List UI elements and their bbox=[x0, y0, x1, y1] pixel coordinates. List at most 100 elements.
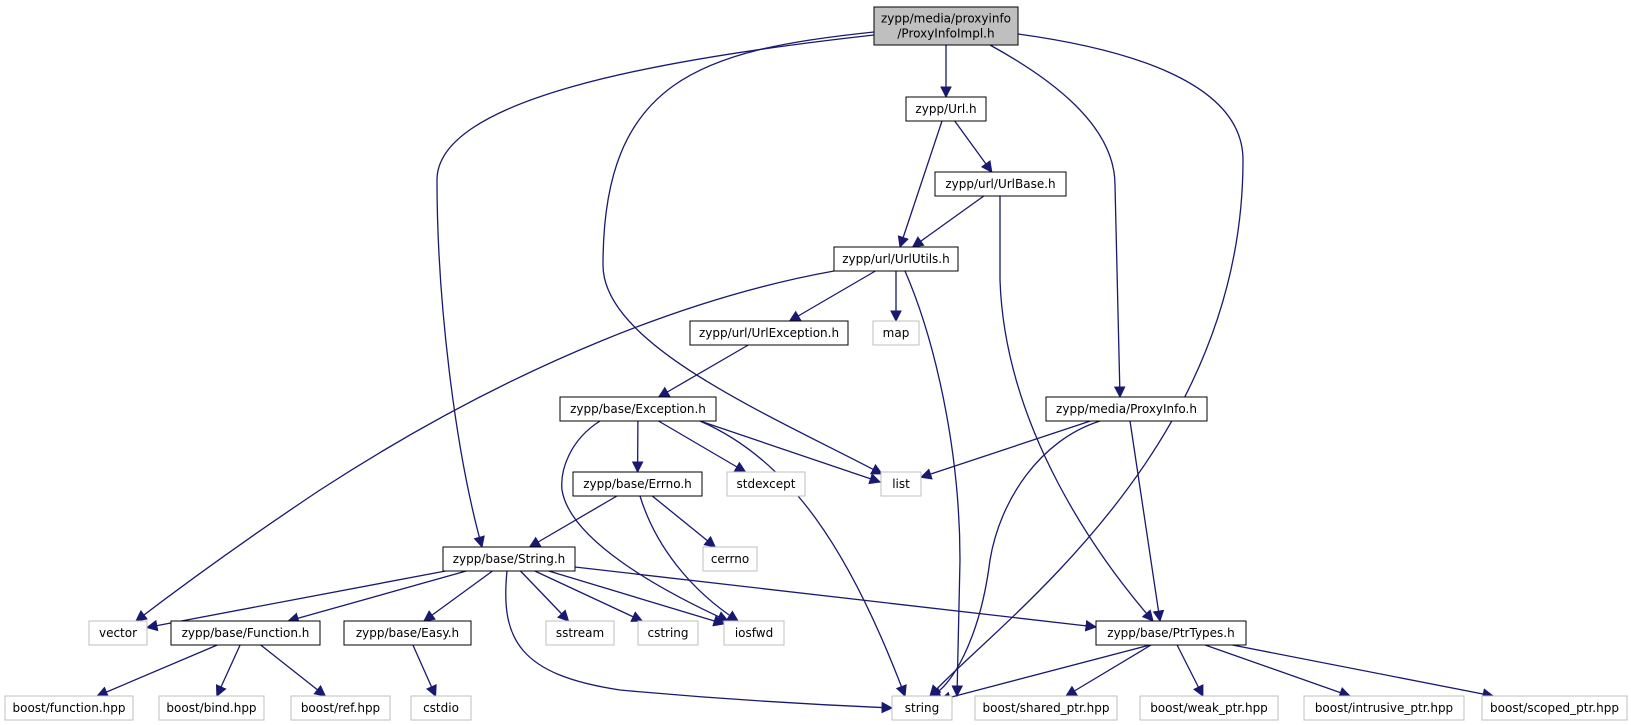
edge-exception-to-string bbox=[699, 420, 907, 698]
node-label: boost/intrusive_ptr.hpp bbox=[1315, 701, 1453, 715]
edge-exception-to-iosfwd bbox=[561, 420, 730, 622]
node-label: boost/scoped_ptr.hpp bbox=[1490, 701, 1619, 715]
node-string: string bbox=[891, 695, 953, 721]
edge-layer bbox=[96, 31, 1495, 714]
node-box bbox=[880, 471, 922, 497]
node-boost_shared: boost/shared_ptr.hpp bbox=[974, 695, 1118, 721]
node-label: zypp/base/Exception.h bbox=[570, 402, 706, 416]
edge-root-to-proxyinfo bbox=[989, 44, 1126, 399]
node-urlexception[interactable]: zypp/url/UrlException.h bbox=[689, 320, 849, 346]
node-label: zypp/media/proxyinfo bbox=[881, 12, 1011, 26]
node-proxyinfo[interactable]: zypp/media/ProxyInfo.h bbox=[1045, 396, 1208, 422]
edge-string_h-to-easy bbox=[423, 570, 493, 622]
node-label: list bbox=[892, 477, 910, 491]
node-label: boost/shared_ptr.hpp bbox=[983, 701, 1110, 715]
edge-errno-to-string_h bbox=[528, 495, 618, 548]
node-label: boost/bind.hpp bbox=[166, 701, 256, 715]
edge-string_h-to-vector bbox=[145, 570, 446, 632]
edge-errno-to-cerrno bbox=[651, 495, 717, 548]
edge-string_h-to-iosfwd bbox=[548, 570, 726, 627]
node-box bbox=[974, 695, 1118, 721]
node-root[interactable]: zypp/media/proxyinfo/ProxyInfoImpl.h bbox=[873, 6, 1019, 46]
node-label: cerrno bbox=[711, 552, 749, 566]
node-box bbox=[88, 620, 148, 646]
edge-string_h-to-ptrtypes bbox=[574, 566, 1098, 632]
node-iosfwd: iosfwd bbox=[723, 620, 785, 646]
node-label: zypp/Url.h bbox=[915, 102, 976, 116]
node-label: zypp/base/String.h bbox=[453, 552, 566, 566]
node-box bbox=[637, 620, 699, 646]
node-box bbox=[545, 620, 615, 646]
edge-ptrtypes-to-boost_scoped bbox=[1232, 644, 1495, 700]
node-url[interactable]: zypp/Url.h bbox=[905, 96, 987, 122]
node-box bbox=[158, 695, 265, 721]
node-label: cstdio bbox=[423, 701, 459, 715]
node-boost_intrusive: boost/intrusive_ptr.hpp bbox=[1303, 695, 1465, 721]
node-stdexcept: stdexcept bbox=[726, 471, 806, 497]
edge-proxyinfo-to-list bbox=[919, 420, 1091, 480]
node-label: iosfwd bbox=[735, 626, 773, 640]
edge-proxyinfo-to-ptrtypes bbox=[1129, 420, 1165, 623]
node-box bbox=[410, 695, 472, 721]
edge-function_h-to-boost_function bbox=[96, 644, 218, 698]
node-box bbox=[1303, 695, 1465, 721]
edge-function_h-to-boost_bind bbox=[215, 644, 241, 698]
edge-ptrtypes-to-boost_shared bbox=[1064, 644, 1152, 697]
node-box bbox=[702, 546, 758, 572]
edge-exception-to-stdexcept bbox=[658, 420, 747, 473]
node-label: stdexcept bbox=[737, 477, 796, 491]
node-label: zypp/media/ProxyInfo.h bbox=[1056, 402, 1197, 416]
node-label: zypp/url/UrlException.h bbox=[699, 326, 839, 340]
node-box bbox=[873, 6, 1019, 46]
node-exception[interactable]: zypp/base/Exception.h bbox=[559, 396, 717, 422]
edge-root-to-list bbox=[602, 31, 884, 475]
edge-urlutils-to-string bbox=[904, 270, 964, 698]
node-urlutils[interactable]: zypp/url/UrlUtils.h bbox=[833, 246, 959, 272]
edge-url-to-urlbase bbox=[954, 120, 993, 173]
node-box bbox=[4, 695, 134, 721]
edge-string_h-to-cstring bbox=[534, 570, 644, 622]
edge-urlbase-to-urlutils bbox=[911, 195, 985, 248]
node-box bbox=[934, 171, 1067, 197]
node-label: zypp/url/UrlUtils.h bbox=[842, 252, 949, 266]
edge-function_h-to-boost_ref bbox=[260, 644, 327, 697]
edge-string_h-to-string bbox=[505, 570, 894, 714]
node-boost_ref: boost/ref.hpp bbox=[290, 695, 391, 721]
edge-ptrtypes-to-string bbox=[938, 644, 1151, 703]
node-list: list bbox=[880, 471, 922, 497]
node-label: zypp/base/Errno.h bbox=[583, 477, 692, 491]
edge-root-to-string_h bbox=[436, 34, 875, 549]
node-label: zypp/url/UrlBase.h bbox=[945, 177, 1055, 191]
edge-urlutils-to-vector bbox=[135, 270, 835, 622]
node-function_h[interactable]: zypp/base/Function.h bbox=[170, 620, 321, 646]
node-urlbase[interactable]: zypp/url/UrlBase.h bbox=[934, 171, 1067, 197]
node-easy[interactable]: zypp/base/Easy.h bbox=[343, 620, 472, 646]
node-label: /ProxyInfoImpl.h bbox=[897, 27, 994, 41]
node-ptrtypes[interactable]: zypp/base/PtrTypes.h bbox=[1095, 620, 1247, 646]
node-box bbox=[559, 396, 717, 422]
node-box bbox=[905, 96, 987, 122]
edge-exception-to-list bbox=[699, 420, 882, 485]
edge-urlbase-to-ptrtypes bbox=[999, 196, 1154, 622]
node-errno[interactable]: zypp/base/Errno.h bbox=[572, 471, 703, 497]
node-box bbox=[290, 695, 391, 721]
node-label: boost/weak_ptr.hpp bbox=[1150, 701, 1268, 715]
node-box bbox=[1139, 695, 1279, 721]
node-label: zypp/base/Easy.h bbox=[356, 626, 459, 640]
node-box bbox=[833, 246, 959, 272]
node-label: boost/ref.hpp bbox=[301, 701, 380, 715]
node-box bbox=[726, 471, 806, 497]
node-box bbox=[1095, 620, 1247, 646]
edge-string_h-to-function_h bbox=[287, 570, 467, 624]
node-label: vector bbox=[99, 626, 137, 640]
edge-ptrtypes-to-boost_weak bbox=[1176, 644, 1204, 698]
node-box bbox=[689, 320, 849, 346]
edge-string_h-to-sstream bbox=[520, 570, 570, 622]
node-layer: zypp/media/proxyinfo/ProxyInfoImpl.hzypp… bbox=[4, 6, 1628, 721]
node-vector: vector bbox=[88, 620, 148, 646]
node-box bbox=[891, 695, 953, 721]
node-string_h[interactable]: zypp/base/String.h bbox=[442, 546, 576, 572]
node-cstdio: cstdio bbox=[410, 695, 472, 721]
node-label: string bbox=[905, 701, 939, 715]
